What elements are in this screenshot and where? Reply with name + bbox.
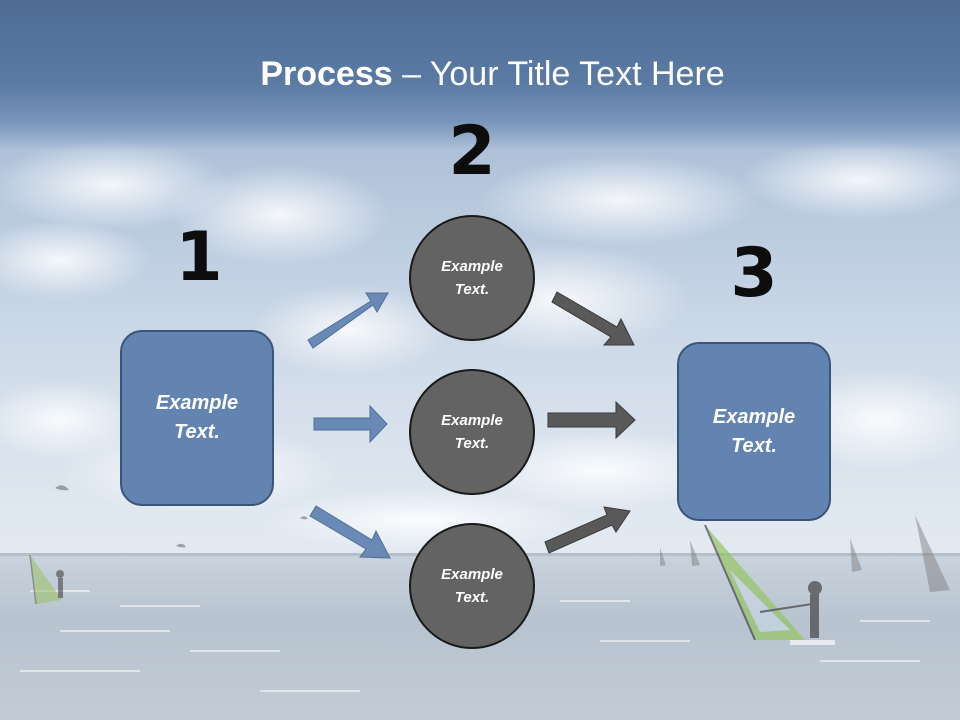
arrow-left-to-top: [307, 292, 389, 349]
step-number-2: 2: [448, 112, 496, 191]
right-box-text: Example Text.: [712, 405, 796, 457]
circle-bottom: Example Text.: [409, 523, 535, 649]
circle-middle-text: Example Text.: [441, 412, 503, 452]
title-bold: Process: [260, 55, 393, 93]
circle-top-text: Example Text.: [441, 258, 503, 298]
arrow-left-to-bottom: [309, 505, 391, 559]
arrow-left-to-middle: [313, 404, 388, 444]
title-rest: – Your Title Text Here: [392, 55, 725, 93]
step-number-3: 3: [730, 234, 778, 313]
arrow-bottom-to-right: [544, 506, 631, 554]
circle-middle: Example Text.: [409, 369, 535, 495]
right-box: Example Text.: [677, 342, 831, 521]
title-band: [0, 0, 960, 150]
circle-bottom-text: Example Text.: [441, 566, 503, 606]
circle-top: Example Text.: [409, 215, 535, 341]
left-box-text: Example Text.: [155, 392, 239, 443]
arrow-top-to-right: [551, 291, 635, 346]
slide-title: Process – Your Title Text Here: [0, 52, 960, 96]
step-number-1: 1: [175, 218, 223, 297]
left-box: Example Text.: [120, 330, 274, 506]
arrow-middle-to-right: [547, 400, 636, 440]
